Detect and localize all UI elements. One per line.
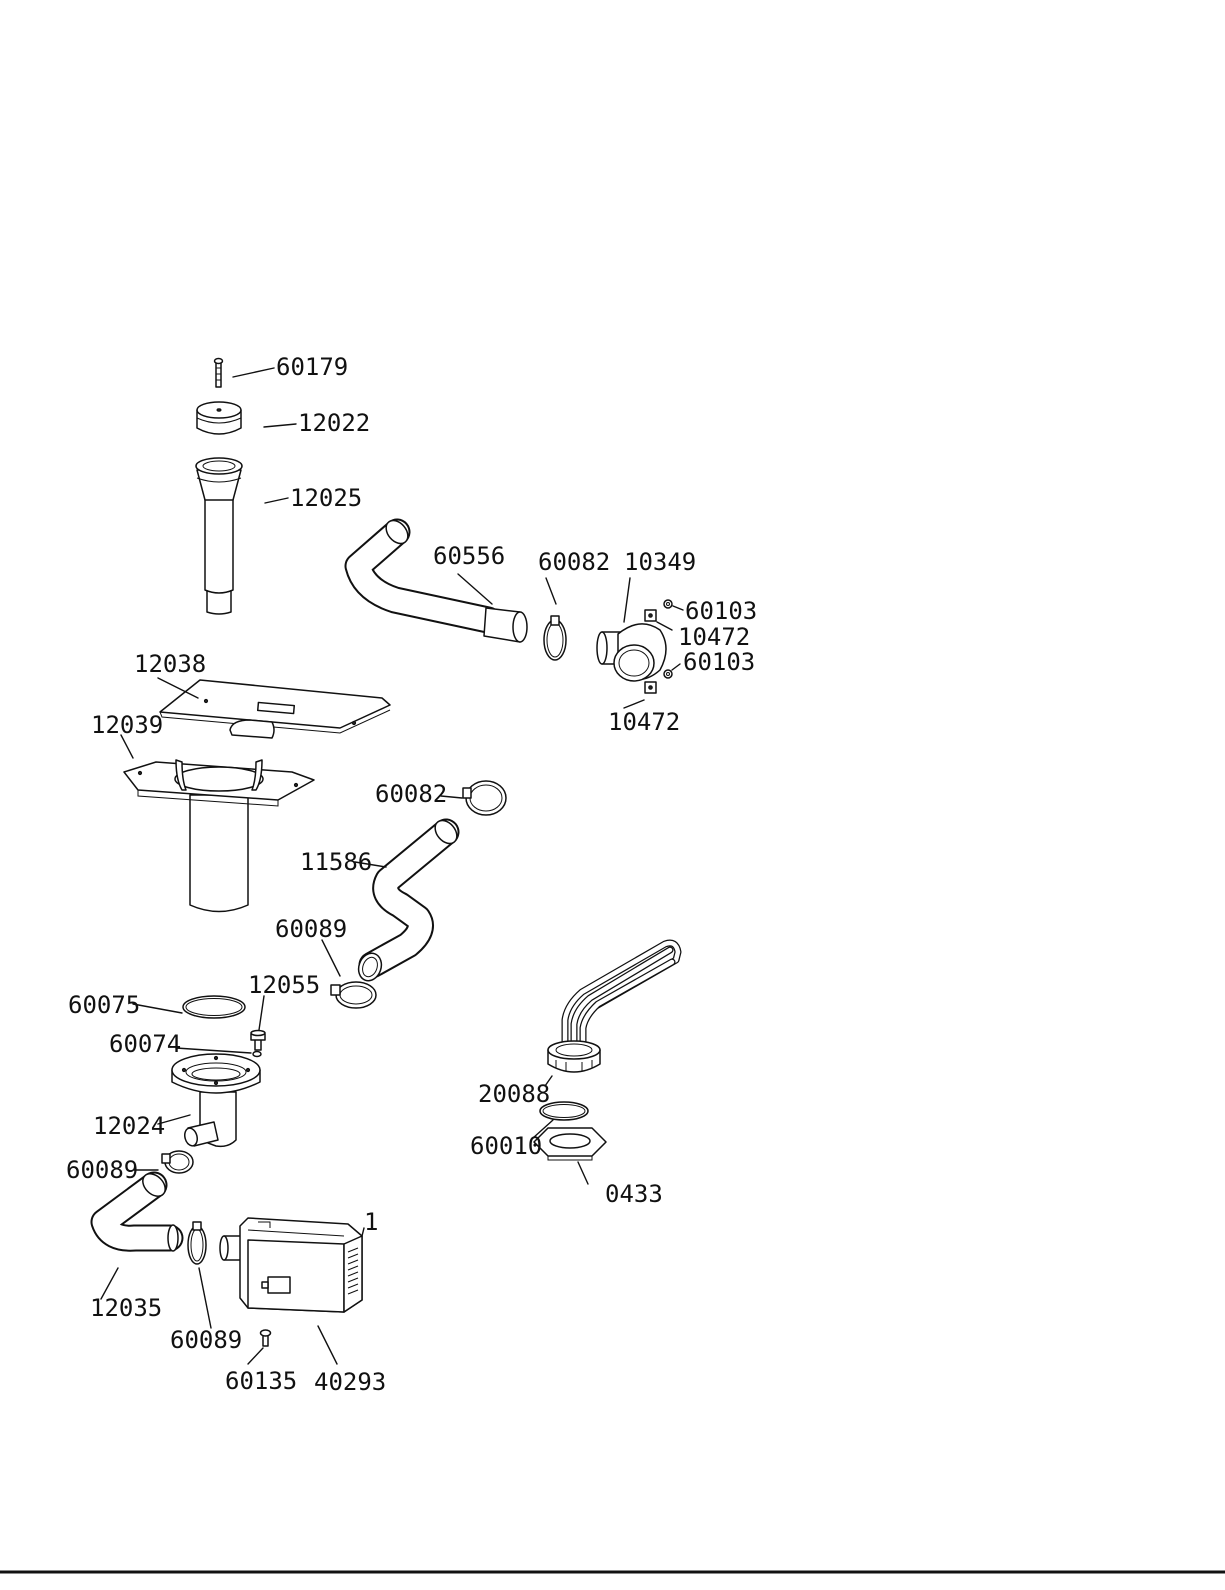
pump-40293 (220, 1218, 362, 1312)
screw-60179 (215, 359, 223, 388)
locknut-0433 (534, 1128, 606, 1160)
hose-60556 (358, 516, 527, 642)
label-60010: 60010 (470, 1132, 542, 1160)
hose-11586 (355, 816, 461, 984)
clamp-60089-left (162, 1151, 193, 1173)
sump-tray-12039 (124, 760, 314, 912)
label-12035: 12035 (90, 1294, 162, 1322)
label-60074: 60074 (109, 1030, 181, 1058)
label-12038: 12038 (134, 650, 206, 678)
label-12039: 12039 (91, 711, 163, 739)
washer-60074 (253, 1052, 261, 1057)
label-12024: 12024 (93, 1112, 165, 1140)
clip-10472-bottom (645, 682, 656, 693)
label-60082-middle: 60082 (375, 780, 447, 808)
label-60089-bottom: 60089 (170, 1326, 242, 1354)
label-60089-left: 60089 (66, 1156, 138, 1184)
label-10472-bottom: 10472 (608, 708, 680, 736)
label-12025: 12025 (290, 484, 362, 512)
label-60082-top: 60082 (538, 548, 610, 576)
drain-body-12024 (172, 1054, 260, 1147)
label-1: 1 (364, 1208, 378, 1236)
nut-60103-bottom (664, 670, 672, 678)
label-12022: 12022 (298, 409, 370, 437)
standpipe-12025 (196, 458, 242, 614)
cover-plate-12038 (160, 680, 390, 738)
clamp-60082-middle (463, 781, 506, 815)
gasket-60075 (183, 996, 245, 1018)
label-60089-middle: 60089 (275, 915, 347, 943)
label-10349: 10349 (624, 548, 696, 576)
clamp-60089-bottom (188, 1222, 206, 1264)
label-60556: 60556 (433, 542, 505, 570)
clamp-60082-top (544, 616, 566, 660)
label-60135: 60135 (225, 1367, 297, 1395)
label-60103-bottom: 60103 (683, 648, 755, 676)
label-60179: 60179 (276, 353, 348, 381)
heating-element-20088 (548, 943, 678, 1072)
clamp-60089-middle (331, 982, 376, 1008)
elbow-10349 (597, 624, 666, 681)
label-12055: 12055 (248, 971, 320, 999)
label-10472-top: 10472 (678, 623, 750, 651)
bolt-12055 (251, 1031, 265, 1051)
cap-12022 (197, 402, 241, 434)
label-60103-top: 60103 (685, 597, 757, 625)
label-0433: 0433 (605, 1180, 663, 1208)
screw-60135 (261, 1330, 271, 1346)
label-20088: 20088 (478, 1080, 550, 1108)
label-11586: 11586 (300, 848, 372, 876)
clip-10472-top (645, 610, 656, 621)
nut-60103-top (664, 600, 672, 608)
label-40293: 40293 (314, 1368, 386, 1396)
label-60075: 60075 (68, 991, 140, 1019)
